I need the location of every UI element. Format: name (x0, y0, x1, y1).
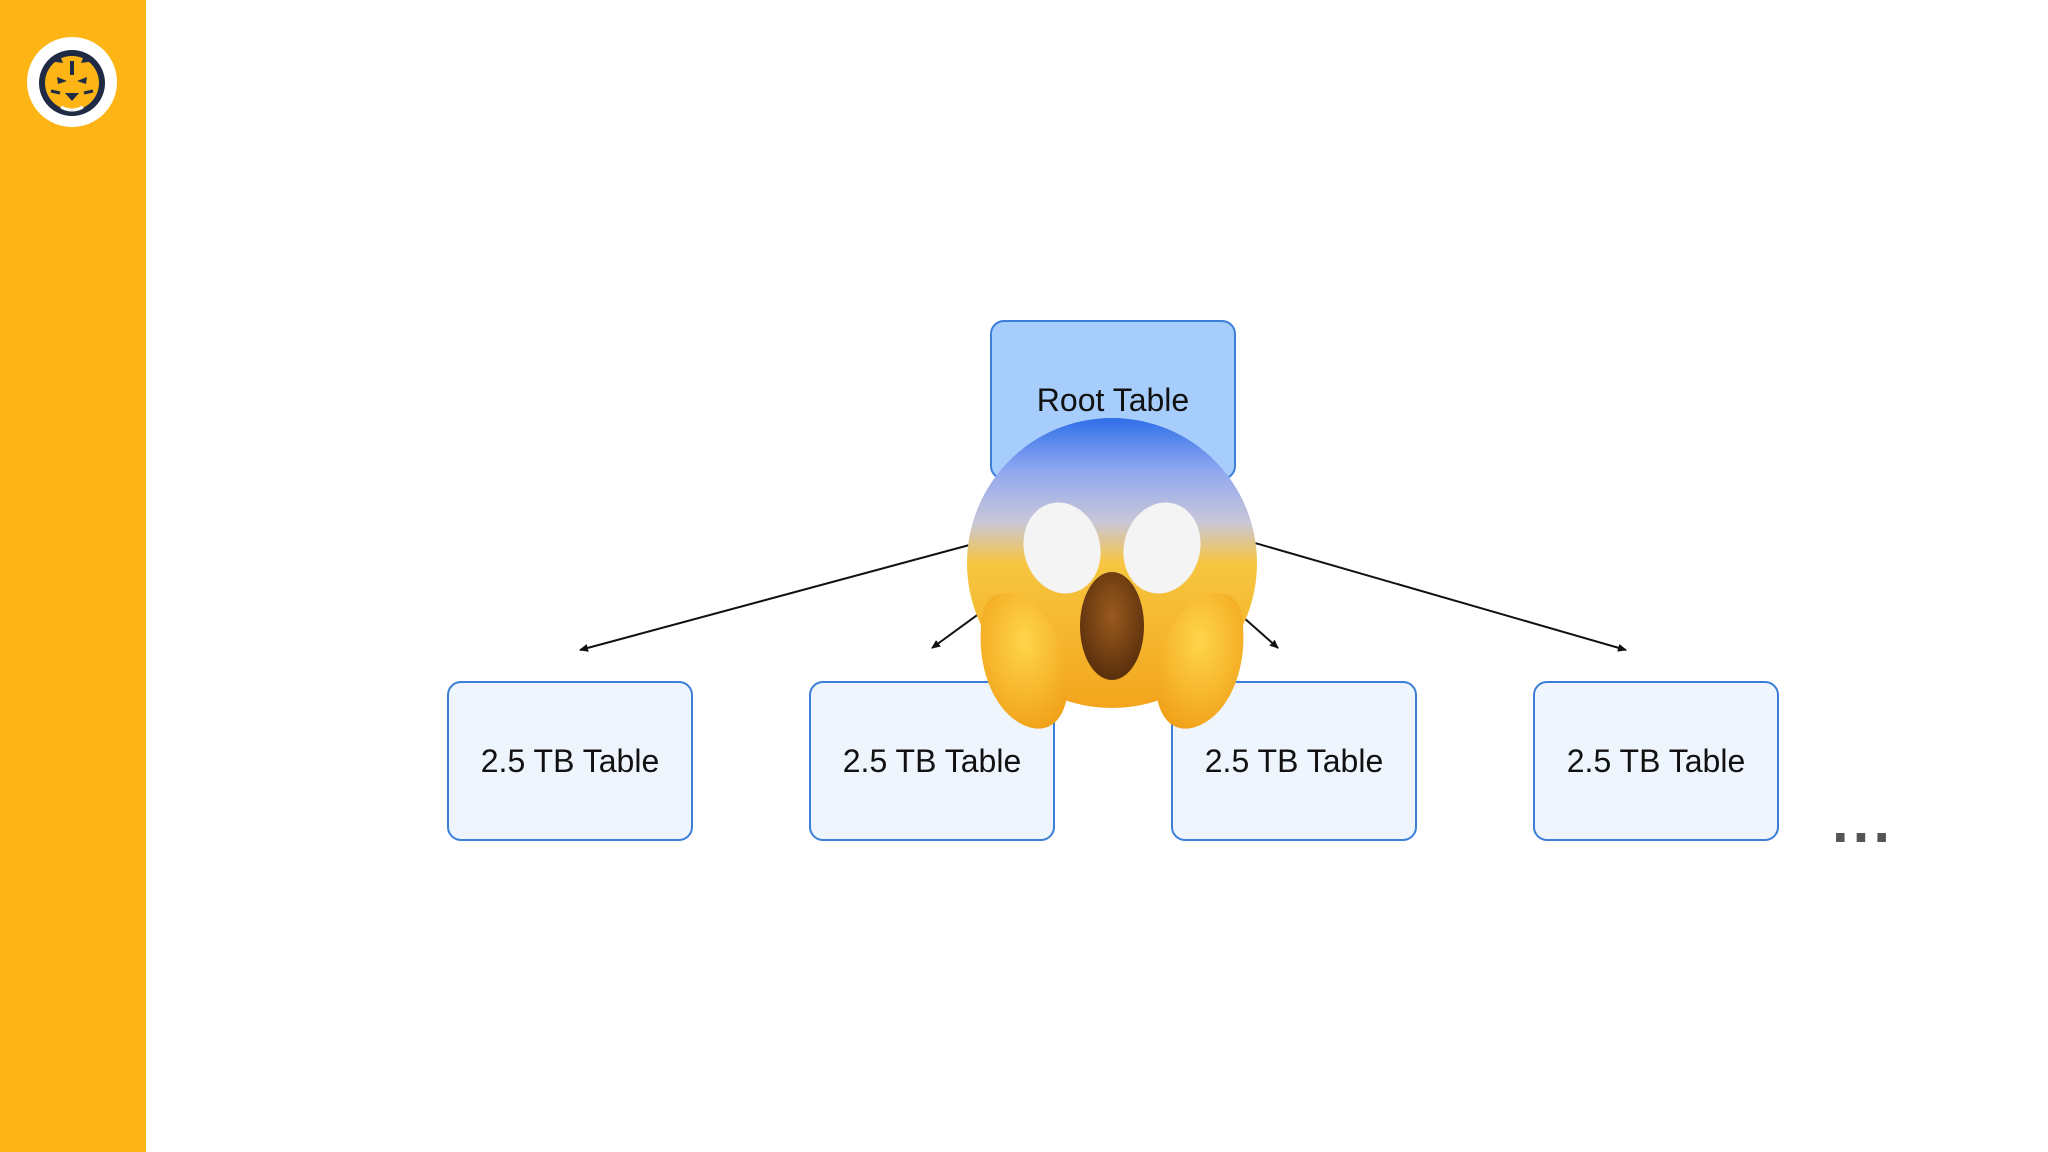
child-table-label: 2.5 TB Table (480, 742, 660, 779)
more-tables-ellipsis: ... (1832, 788, 1895, 855)
child-table-box: 2.5 TB Table (447, 681, 693, 841)
child-table-box: 2.5 TB Table (1533, 681, 1779, 841)
child-table-label: 2.5 TB Table (842, 742, 1022, 779)
arrow-to-child-1 (579, 525, 1041, 652)
face-screaming-in-fear-emoji-icon (967, 418, 1257, 729)
arrow-to-child-4 (1195, 525, 1627, 652)
child-table-label: 2.5 TB Table (1204, 742, 1384, 779)
brand-sidebar (0, 0, 146, 1152)
tiger-logo-icon (27, 37, 117, 127)
root-table-label: Root Table (1036, 381, 1190, 418)
child-table-label: 2.5 TB Table (1566, 742, 1746, 779)
